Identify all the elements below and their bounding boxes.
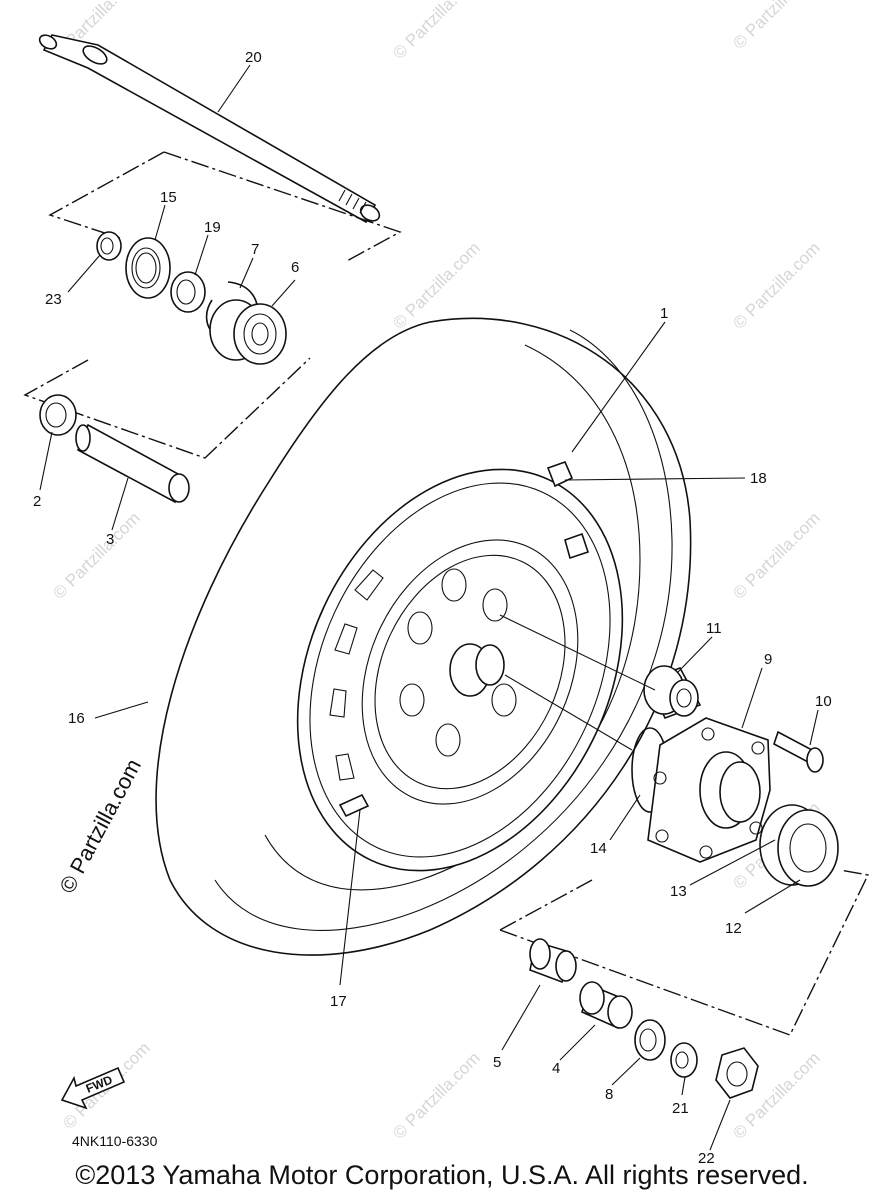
assembly-bracket-upper bbox=[48, 151, 402, 263]
part-label-22: 22 bbox=[698, 1150, 715, 1167]
oil-seal-12 bbox=[759, 804, 839, 887]
part-label-5: 5 bbox=[493, 1054, 501, 1071]
part-label-20: 20 bbox=[245, 49, 262, 66]
part-label-17: 17 bbox=[330, 993, 347, 1010]
watermark: © Partzilla.com bbox=[729, 0, 823, 53]
part-label-13: 13 bbox=[670, 883, 687, 900]
spacer-3 bbox=[75, 423, 190, 504]
watermark: © Partzilla.com bbox=[729, 238, 823, 332]
spacer-4 bbox=[579, 981, 633, 1030]
part-label-15: 15 bbox=[160, 189, 177, 206]
collar-2 bbox=[39, 394, 77, 436]
hub-flange-9 bbox=[647, 717, 771, 863]
bolt-10 bbox=[773, 730, 824, 773]
part-label-3: 3 bbox=[106, 531, 114, 548]
spacer-19 bbox=[170, 271, 206, 313]
part-label-7: 7 bbox=[251, 241, 259, 258]
forward-arrow-icon: FWD bbox=[60, 1066, 126, 1110]
axle-20 bbox=[38, 34, 381, 224]
washer-23 bbox=[96, 231, 122, 261]
copyright-footer: ©2013 Yamaha Motor Corporation, U.S.A. A… bbox=[75, 1160, 809, 1190]
nut-22 bbox=[715, 1047, 759, 1099]
watermark: © Partzilla.com bbox=[389, 1048, 483, 1142]
part-label-21: 21 bbox=[672, 1100, 689, 1117]
part-label-4: 4 bbox=[552, 1060, 560, 1077]
part-label-19: 19 bbox=[204, 219, 221, 236]
collar-5 bbox=[529, 938, 577, 984]
watermark: © Partzilla.com bbox=[49, 508, 143, 602]
part-label-14: 14 bbox=[590, 840, 607, 857]
part-label-23: 23 bbox=[45, 291, 62, 308]
part-label-18: 18 bbox=[750, 470, 767, 487]
part-label-11: 11 bbox=[706, 620, 722, 637]
wheel-16 bbox=[155, 317, 692, 956]
collar-11 bbox=[643, 665, 702, 720]
assembly-bracket-left bbox=[23, 357, 311, 459]
part-label-10: 10 bbox=[815, 693, 832, 710]
assembly-bracket-right bbox=[499, 869, 870, 1036]
washer-21 bbox=[670, 1042, 698, 1078]
watermark: © Partzilla.com bbox=[389, 0, 483, 63]
part-label-2: 2 bbox=[33, 493, 41, 510]
part-label-16: 16 bbox=[68, 710, 85, 727]
part-label-1: 1 bbox=[660, 305, 668, 322]
diagram-code: 4NK110-6330 bbox=[72, 1133, 158, 1149]
oil-seal-15 bbox=[125, 237, 171, 299]
bearing-6 bbox=[209, 299, 287, 365]
bearing-8 bbox=[634, 1019, 666, 1061]
watermark: © Partzilla.com bbox=[729, 508, 823, 602]
side-watermark: © Partzilla.com bbox=[54, 755, 146, 898]
part-label-8: 8 bbox=[605, 1086, 613, 1103]
part-label-12: 12 bbox=[725, 920, 742, 937]
part-label-9: 9 bbox=[764, 651, 772, 668]
leader-lines bbox=[39, 64, 819, 1151]
part-labels: 20 15 19 7 6 23 2 3 1 18 11 9 10 16 14 1… bbox=[33, 49, 832, 1167]
part-label-6: 6 bbox=[291, 259, 299, 276]
